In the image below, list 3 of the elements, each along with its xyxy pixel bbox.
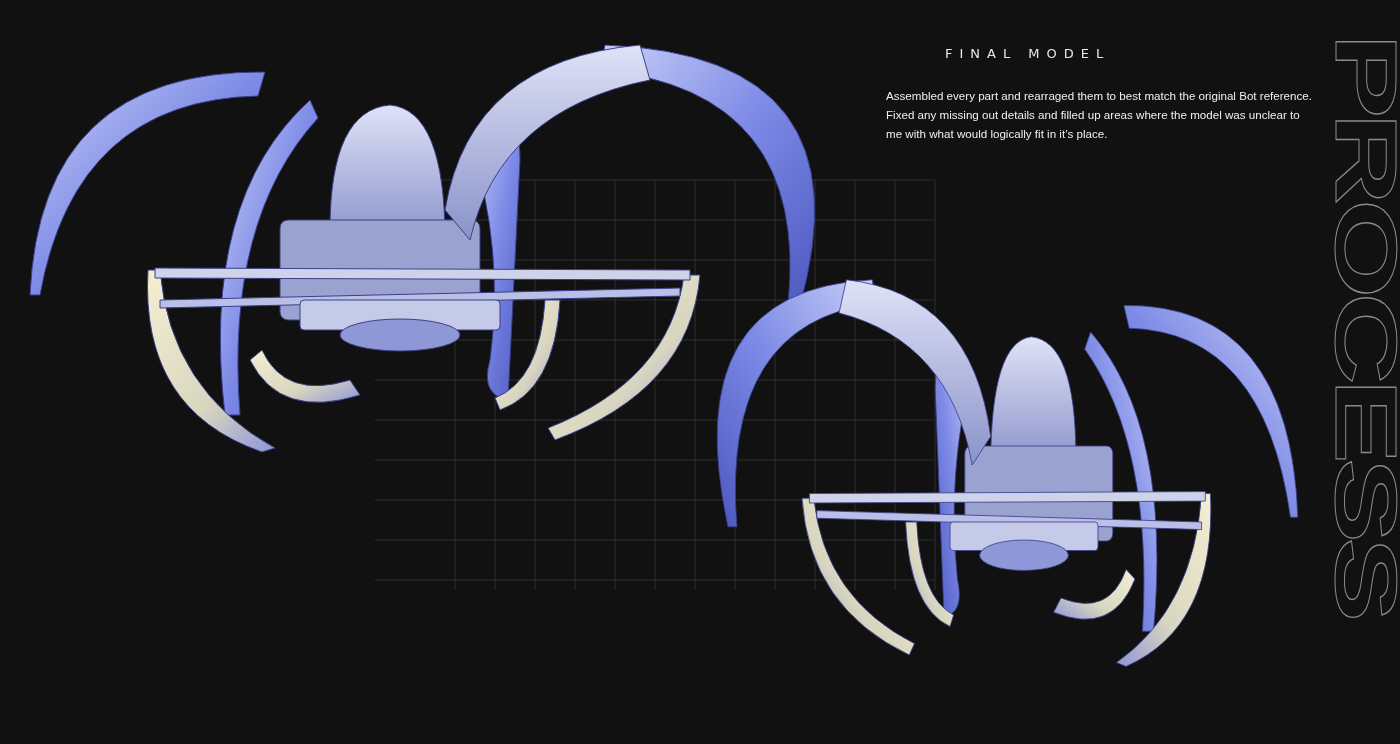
description-text: Assembled every part and rearraged them to best match the original Bot reference. Fixed any missing out details and filled up areas where the model was unclear to me with what would logically fit in it’s place. [886, 88, 1313, 142]
vertical-outline-heading: PROCESS [1322, 33, 1400, 617]
heading: FINAL MODEL [945, 46, 1111, 61]
